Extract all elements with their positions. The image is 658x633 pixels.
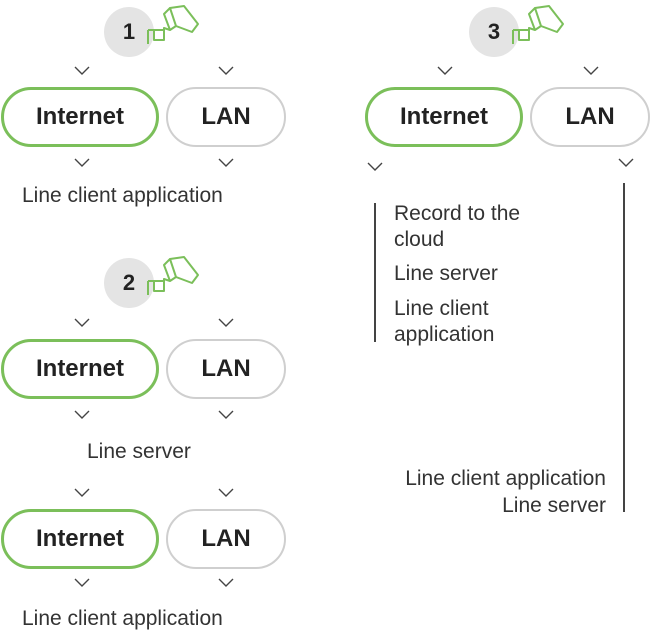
lan-connection-pill: LAN (166, 339, 286, 399)
lan-bracket-line (623, 183, 625, 512)
internet-connection-pill: Internet (1, 509, 159, 569)
chevron-down-icon (74, 158, 90, 168)
chevron-down-icon (618, 158, 634, 168)
lan-label: LAN (565, 103, 615, 130)
internet-label: Internet (35, 355, 124, 382)
destination-label: Line client application (405, 467, 606, 490)
scenario-number-badge: 3 (469, 7, 519, 57)
chevron-down-icon (218, 158, 234, 168)
chevron-down-icon (74, 318, 90, 328)
internet-connection-pill: Internet (365, 87, 523, 147)
chevron-down-icon (218, 488, 234, 498)
chevron-down-icon (74, 578, 90, 588)
internet-label: Internet (35, 525, 124, 552)
destination-label: Line server (394, 262, 498, 285)
chevron-down-icon (218, 318, 234, 328)
lan-connection-pill: LAN (166, 509, 286, 569)
chevron-down-icon (74, 488, 90, 498)
scenario-number-badge: 2 (104, 258, 154, 308)
lan-connection-pill: LAN (530, 87, 650, 147)
chevron-down-icon (218, 66, 234, 76)
scenario-number: 2 (122, 270, 136, 295)
scenario-number: 1 (122, 19, 136, 44)
destination-label: Line client application (394, 297, 495, 346)
destination-label: Line client application (22, 607, 223, 630)
chevron-down-icon (218, 410, 234, 420)
lan-label: LAN (201, 525, 251, 552)
lan-label: LAN (201, 103, 251, 130)
internet-label: Internet (399, 103, 488, 130)
chevron-down-icon (367, 162, 383, 172)
scenario-number: 3 (487, 19, 501, 44)
lan-label: LAN (201, 355, 251, 382)
camera-icon (140, 4, 202, 46)
scenario-number-badge: 1 (104, 7, 154, 57)
destination-text: Record to the cloud (394, 202, 521, 251)
chevron-down-icon (583, 66, 599, 76)
internet-label: Internet (35, 103, 124, 130)
camera-icon (140, 255, 202, 297)
destination-label: Record to the cloud (394, 201, 564, 253)
destination-label: Line client application (22, 184, 223, 207)
internet-connection-pill: Internet (1, 87, 159, 147)
chevron-down-icon (437, 66, 453, 76)
chevron-down-icon (218, 578, 234, 588)
camera-icon (505, 4, 567, 46)
lan-connection-pill: LAN (166, 87, 286, 147)
chevron-down-icon (74, 66, 90, 76)
destination-label: Line server (502, 494, 606, 517)
chevron-down-icon (74, 410, 90, 420)
destination-label: Line server (87, 440, 191, 463)
internet-connection-pill: Internet (1, 339, 159, 399)
internet-bracket-line (374, 203, 376, 342)
